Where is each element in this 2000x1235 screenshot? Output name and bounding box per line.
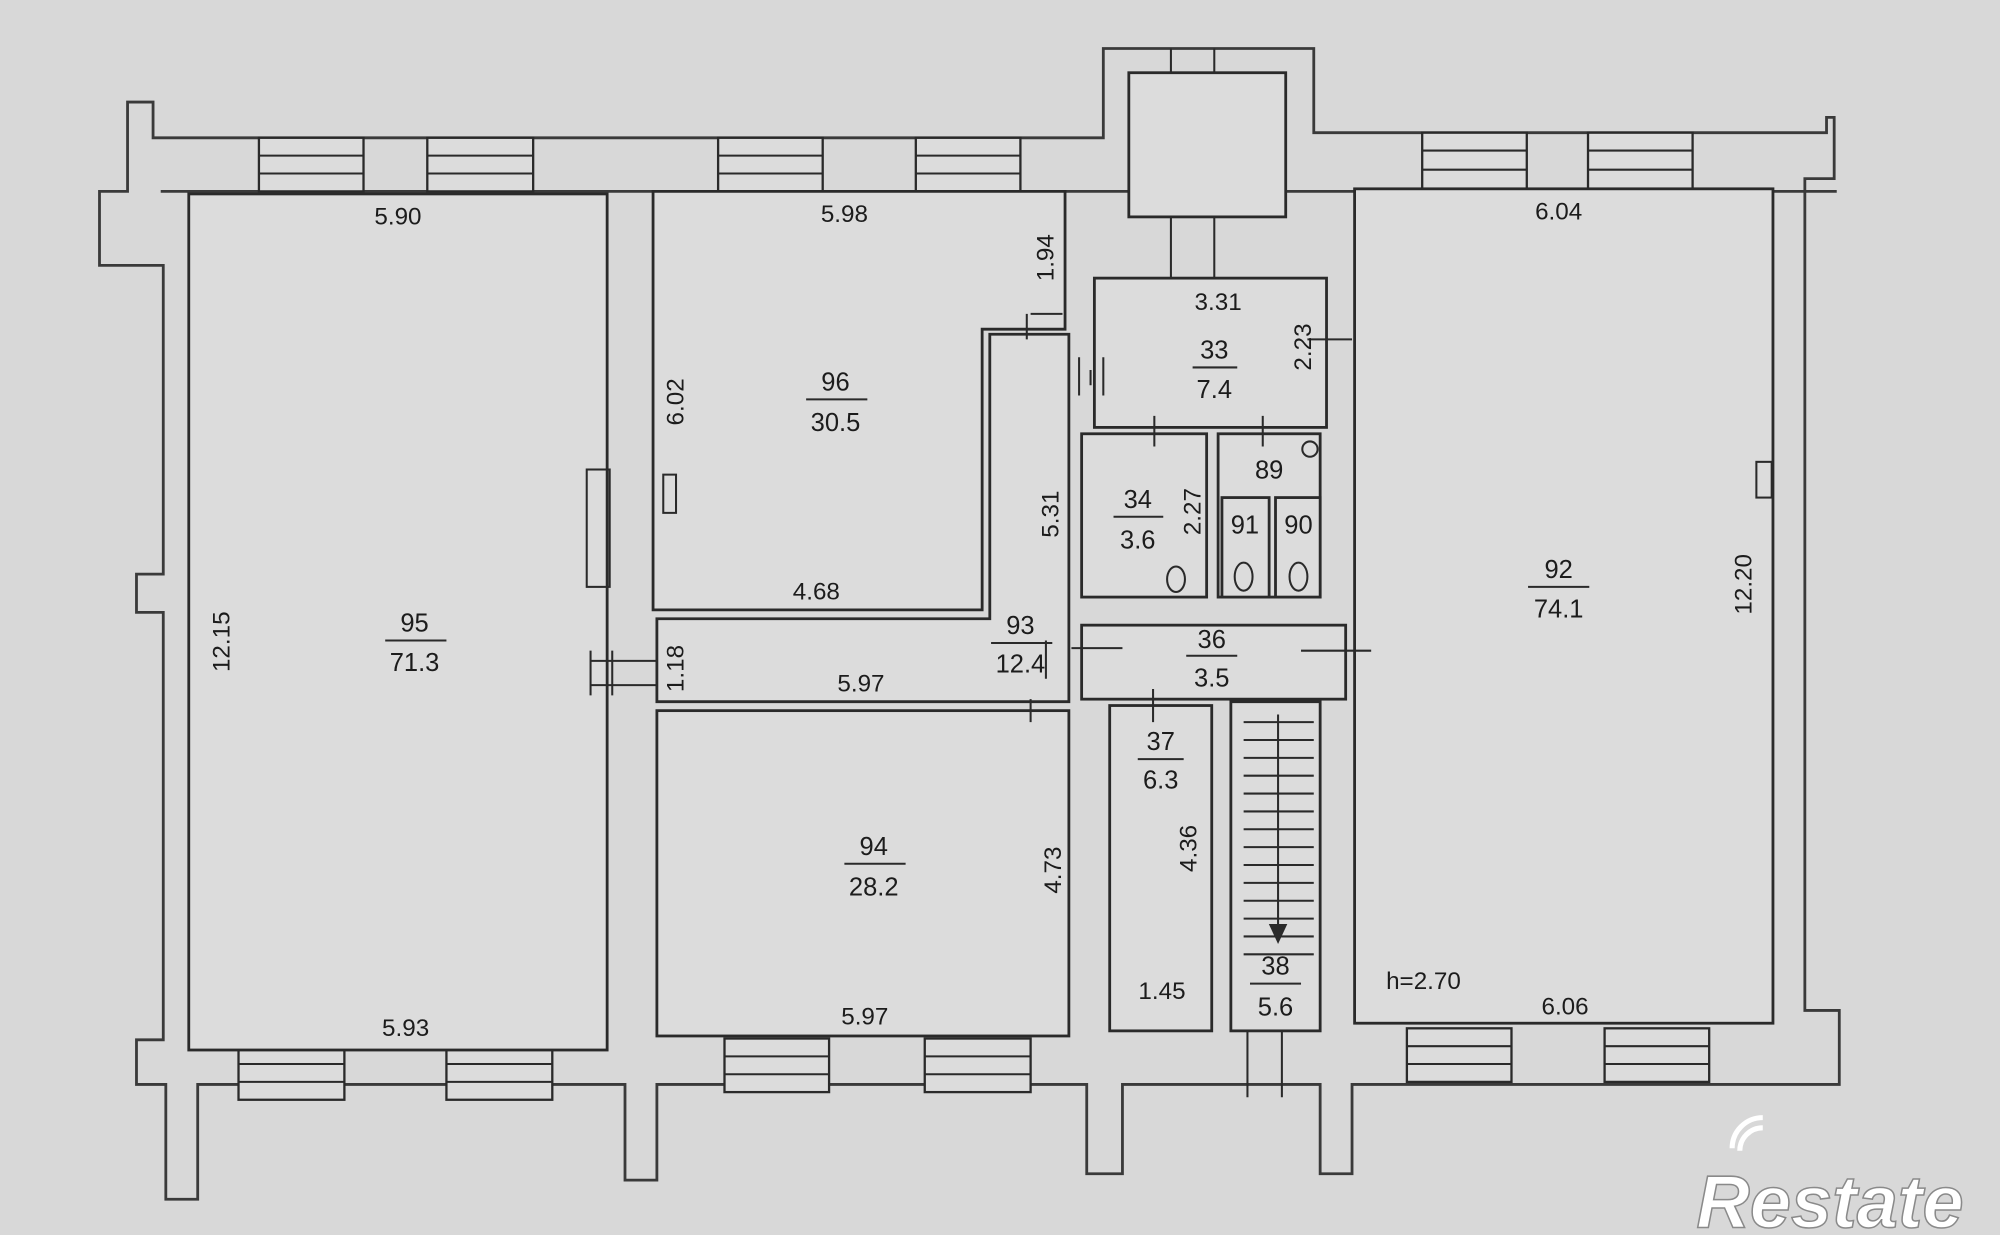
svg-text:37: 37 <box>1147 728 1175 756</box>
svg-text:12.15: 12.15 <box>209 611 236 672</box>
room-90 <box>1274 496 1322 599</box>
label-room-90: 90 <box>1284 511 1312 539</box>
svg-text:5.6: 5.6 <box>1258 994 1293 1022</box>
svg-text:71.3: 71.3 <box>390 649 440 677</box>
label-room-37: 376.3 <box>1137 728 1184 794</box>
svg-text:2.23: 2.23 <box>1290 323 1317 370</box>
svg-text:3.31: 3.31 <box>1195 289 1242 316</box>
svg-text:3.5: 3.5 <box>1194 664 1229 692</box>
svg-text:Restate: Restate <box>1696 1160 1963 1235</box>
label-room-89: 89 <box>1255 456 1283 484</box>
label-room-33: 337.4 <box>1192 337 1238 404</box>
windows <box>237 131 1711 1101</box>
svg-text:1.45: 1.45 <box>1138 978 1185 1005</box>
svg-text:5.98: 5.98 <box>821 201 868 228</box>
room-38-stairs <box>1229 700 1322 1033</box>
room-91 <box>1220 496 1271 599</box>
svg-text:12.4: 12.4 <box>996 650 1046 678</box>
room-96 <box>651 189 1067 612</box>
svg-text:4.36: 4.36 <box>1175 825 1202 872</box>
svg-text:30.5: 30.5 <box>811 409 861 437</box>
svg-text:5.90: 5.90 <box>374 204 421 231</box>
svg-text:92: 92 <box>1544 556 1572 584</box>
label-room-34: 343.6 <box>1113 486 1164 555</box>
svg-text:4.73: 4.73 <box>1040 847 1067 894</box>
room-34 <box>1080 432 1209 599</box>
label-room-94: 94 28.2 <box>844 833 906 902</box>
stairs-treads <box>1243 714 1314 1098</box>
svg-text:7.4: 7.4 <box>1197 376 1232 404</box>
svg-text:6.06: 6.06 <box>1541 993 1588 1020</box>
dimension-labels: 5.90 5.98 6.04 1.94 3.31 2.23 6.02 5.31 … <box>209 198 1758 1042</box>
svg-text:2.27: 2.27 <box>1179 488 1206 535</box>
svg-text:6.02: 6.02 <box>663 378 690 425</box>
svg-text:1.94: 1.94 <box>1033 234 1060 281</box>
label-room-92: 92 74.1 <box>1528 556 1590 624</box>
svg-text:96: 96 <box>821 368 849 396</box>
svg-text:5.97: 5.97 <box>837 670 884 697</box>
svg-text:3.6: 3.6 <box>1120 527 1155 555</box>
svg-text:5.31: 5.31 <box>1038 491 1065 538</box>
room-94 <box>655 709 1071 1038</box>
svg-text:5.93: 5.93 <box>382 1015 429 1042</box>
svg-text:h=2.70: h=2.70 <box>1386 968 1461 995</box>
svg-text:1.18: 1.18 <box>663 645 690 692</box>
svg-text:94: 94 <box>860 833 888 861</box>
svg-text:6.04: 6.04 <box>1535 198 1582 225</box>
label-room-91: 91 <box>1231 511 1259 539</box>
room-95 <box>187 192 609 1052</box>
room-92 <box>1353 187 1775 1025</box>
label-room-93: 93 12.4 <box>991 612 1053 678</box>
rooms <box>187 187 1775 1098</box>
svg-text:6.3: 6.3 <box>1143 766 1178 794</box>
room-33 <box>1092 276 1328 429</box>
svg-text:5.97: 5.97 <box>841 1003 888 1030</box>
svg-text:95: 95 <box>400 610 428 638</box>
svg-text:28.2: 28.2 <box>849 874 899 902</box>
svg-text:4.68: 4.68 <box>793 579 840 606</box>
svg-text:12.20: 12.20 <box>1730 554 1757 615</box>
svg-text:34: 34 <box>1124 486 1152 514</box>
label-room-96: 96 30.5 <box>806 368 868 437</box>
svg-text:33: 33 <box>1200 337 1228 365</box>
room-93-corridor <box>655 332 1071 704</box>
room-36 <box>1080 623 1348 701</box>
svg-text:36: 36 <box>1198 626 1226 654</box>
svg-text:74.1: 74.1 <box>1534 595 1584 623</box>
label-room-36: 363.5 <box>1186 626 1238 692</box>
label-room-38: 385.6 <box>1250 953 1302 1022</box>
svg-text:93: 93 <box>1006 612 1034 640</box>
svg-text:38: 38 <box>1261 953 1289 981</box>
door-marks <box>589 312 1372 723</box>
elevator-shaft <box>1127 48 1288 279</box>
restate-logo: Restate <box>1696 1115 1964 1235</box>
label-room-95: 95 71.3 <box>385 610 447 677</box>
